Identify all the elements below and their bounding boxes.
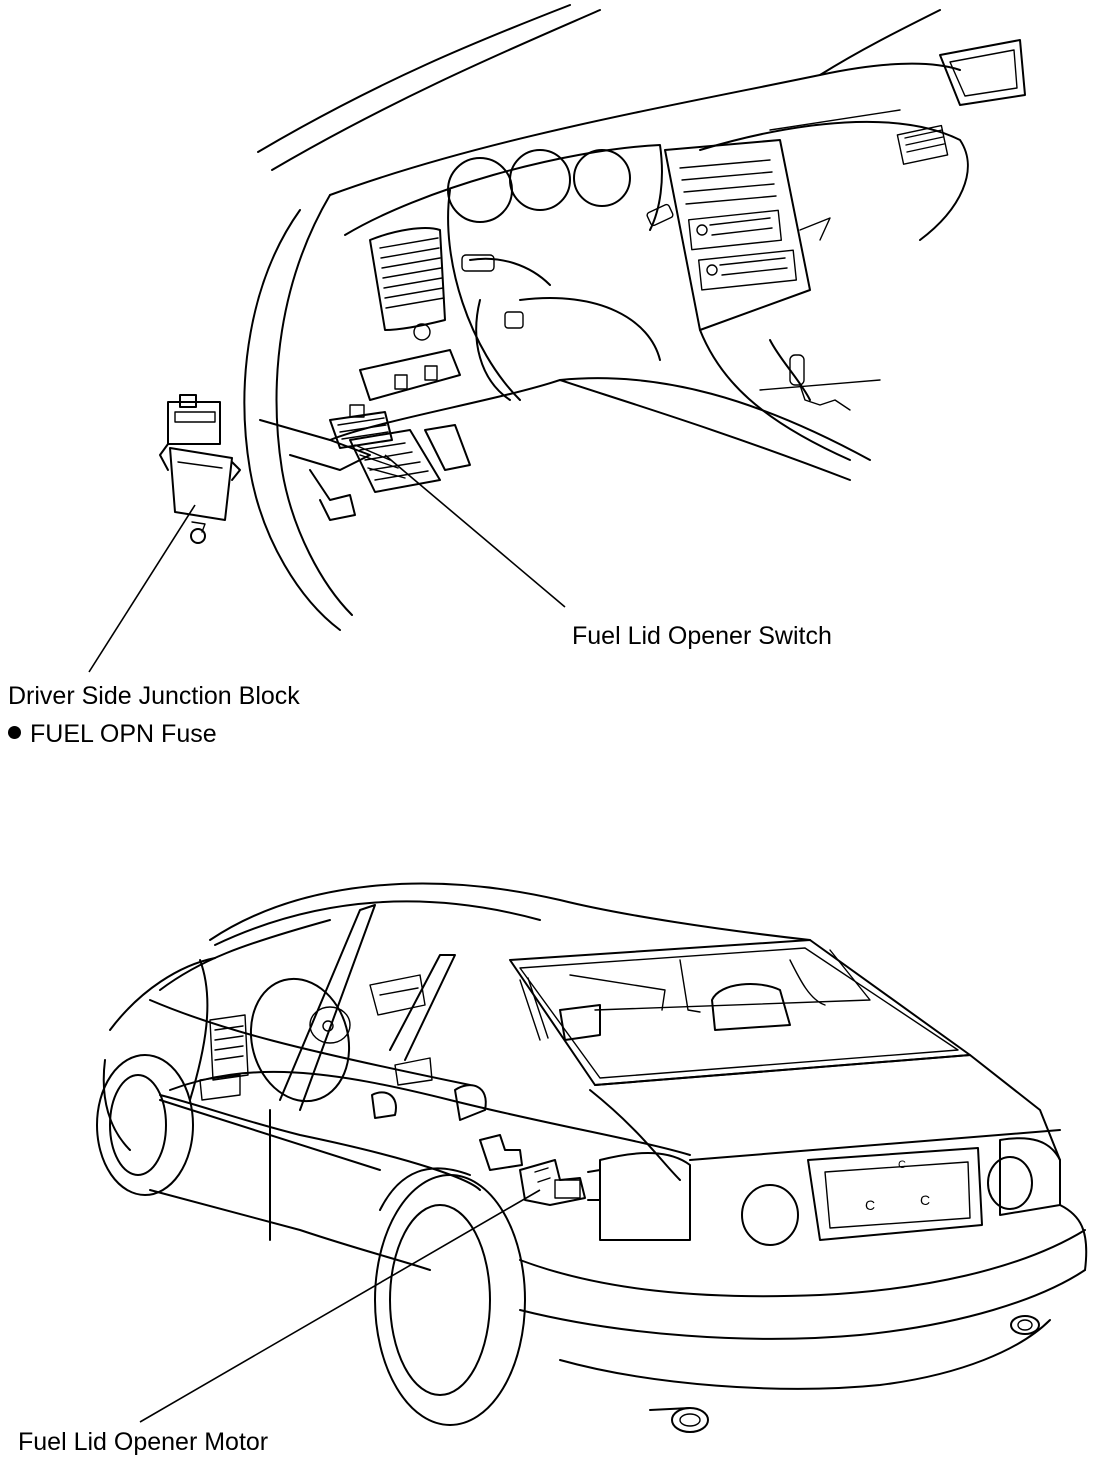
switch-leader-line (384, 454, 566, 608)
svg-text:C: C (865, 1197, 875, 1213)
svg-text:C: C (898, 1159, 906, 1171)
bullet-icon (8, 726, 21, 739)
dashboard-illustration (243, 4, 1026, 631)
motor-leader-line (139, 1189, 541, 1423)
fuel-opn-fuse-label: FUEL OPN Fuse (8, 722, 217, 747)
car-illustration: C C C (96, 882, 1088, 1433)
fuel-lid-opener-switch-label: Fuel Lid Opener Switch (572, 622, 832, 650)
driver-side-junction-block-label: Driver Side Junction Block (8, 682, 300, 710)
svg-text:C: C (920, 1192, 930, 1208)
fuel-opn-fuse-text: FUEL OPN Fuse (30, 720, 217, 748)
junction-block-illustration (159, 394, 241, 544)
fuel-lid-opener-motor-label: Fuel Lid Opener Motor (18, 1428, 269, 1456)
junction-block-leader-line (88, 504, 196, 673)
